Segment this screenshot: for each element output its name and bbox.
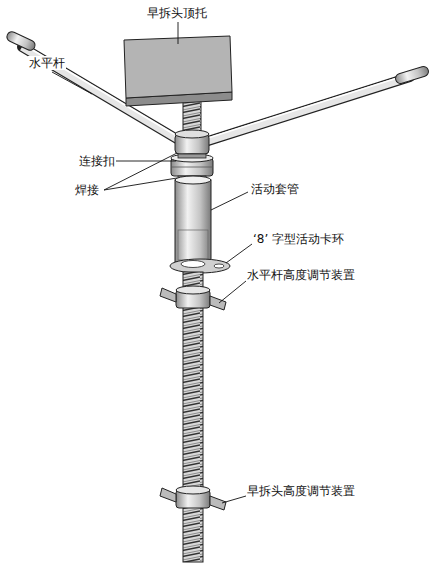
part-label: 早拆头顶托 <box>146 6 208 20</box>
part-label: 连接扣 <box>78 154 116 168</box>
figure-eight-ring <box>170 259 230 273</box>
leader-lines <box>52 22 252 503</box>
part-label: ‘8’ 字型活动卡环 <box>252 232 345 246</box>
horizontal-bar <box>5 30 429 142</box>
part-label: 焊接 <box>74 183 100 197</box>
movable-sleeve <box>175 176 211 262</box>
part-label: 活动套管 <box>250 182 300 196</box>
early-removal-head-plate <box>124 36 232 106</box>
part-label: 早拆头高度调节装置 <box>246 484 356 498</box>
threaded-rod <box>183 272 203 562</box>
part-label: 水平杆高度调节装置 <box>246 268 356 282</box>
bar-height-adjuster <box>160 286 226 310</box>
head-height-adjuster <box>160 486 226 510</box>
connection-buckle <box>171 130 213 180</box>
part-label: 水平杆 <box>28 56 66 70</box>
